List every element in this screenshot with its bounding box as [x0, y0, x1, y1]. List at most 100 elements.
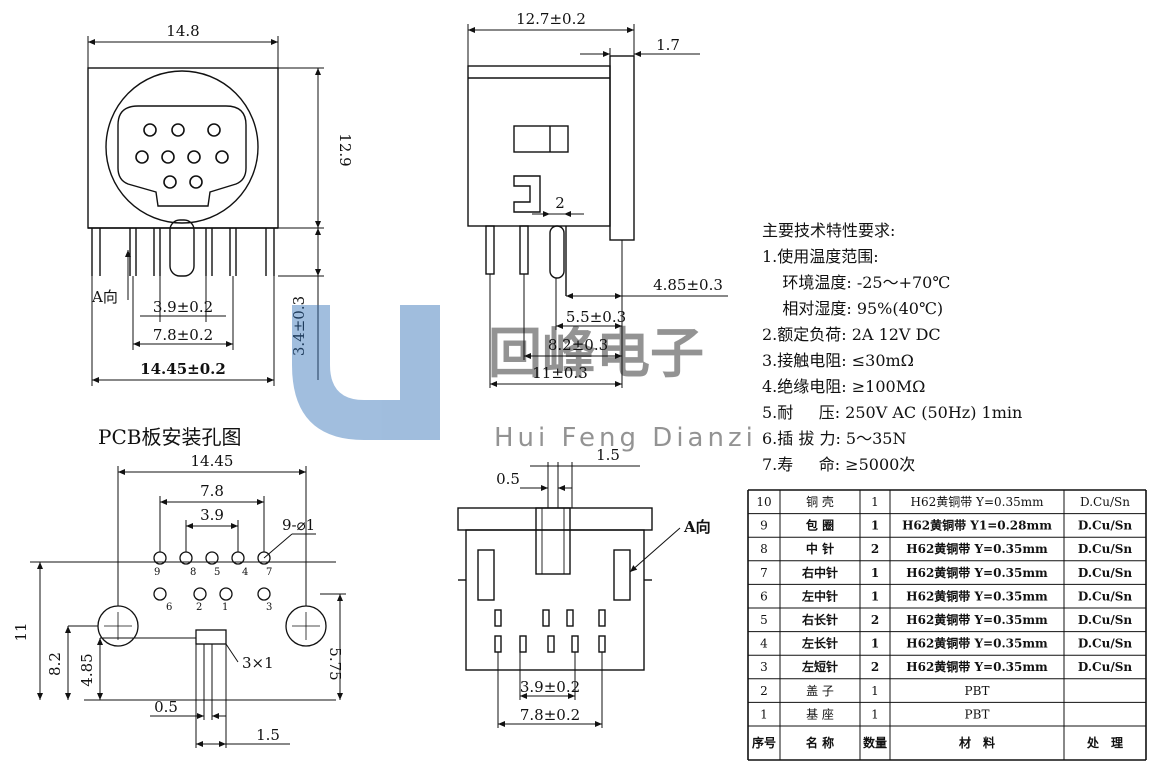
bom-cell-name: 盖 子 [806, 684, 834, 698]
side-key-post [549, 225, 565, 279]
bom-cell-no: 6 [760, 589, 768, 603]
bom-cell-name: 右中针 [801, 565, 838, 580]
bom-header-qty: 数量 [863, 735, 887, 750]
pcb-pin-number: 6 [166, 602, 172, 613]
pcb-pitch1-label: 3.9 [200, 506, 224, 524]
pcb-width-label: 14.45 [191, 452, 234, 470]
bom-cell-finish: D.Cu/Sn [1078, 566, 1132, 580]
pcb-slot [195, 629, 227, 645]
bom-cell-name: 中 针 [806, 541, 834, 556]
bom-header-finish: 处 理 [1086, 735, 1123, 750]
pcb-pin-number: 9 [154, 567, 160, 578]
spec-block: 主要技术特性要求: 1.使用温度范围: 环境温度: -25～+70℃ 相对湿度:… [762, 221, 1022, 474]
spec-line: 4.绝缘电阻: ≥100MΩ [762, 377, 925, 396]
bom-header-no: 序号 [752, 735, 776, 750]
front-a-direction-label: A向 [91, 288, 118, 306]
bom-cell-finish: D.Cu/Sn [1078, 660, 1132, 674]
bom-cell-qty: 1 [871, 707, 879, 721]
bottom-pins [494, 609, 606, 653]
bom-cell-no: 3 [760, 660, 768, 674]
spec-title: 主要技术特性要求: [762, 221, 895, 240]
side-clip [513, 175, 541, 213]
pcb-pin-number: 8 [190, 567, 196, 578]
spec-line: 6.插 拔 力: 5～35N [762, 429, 906, 448]
bottom-body [465, 529, 645, 671]
front-height-label: 12.9 [336, 133, 354, 166]
bom-cell-material: H62黄铜带 Y=0.35mm [906, 659, 1048, 674]
front-key-post [169, 219, 195, 277]
bom-cell-qty: 1 [871, 589, 879, 603]
watermark: 回峰电子 Hui Feng Dianzi [292, 305, 753, 453]
front-d1-label: 3.9±0.2 [153, 298, 213, 316]
front-width-label: 14.8 [166, 22, 199, 40]
bom-cell-name: 铜 壳 [806, 494, 834, 509]
pcb-pin-number: 1 [222, 602, 228, 613]
bom-cell-no: 4 [760, 637, 768, 651]
front-round-housing [105, 70, 259, 224]
spec-line: 5.耐 压: 250V AC (50Hz) 1min [762, 403, 1022, 422]
bom-cell-finish: D.Cu/Sn [1078, 637, 1132, 651]
bom-cell-name: 基 座 [806, 706, 834, 721]
front-pin-holes [135, 123, 229, 189]
bom-cell-material: H62黄铜带 Y=0.35mm [906, 636, 1048, 651]
bottom-a-direction-label: A向 [683, 518, 711, 536]
spec-line: 相对湿度: 95%(40℃) [762, 299, 943, 318]
pcb-pin-number: 2 [196, 602, 202, 613]
watermark-cn: 回峰电子 [488, 322, 704, 385]
side-flange-label: 1.7 [656, 36, 680, 54]
pcb-pin-number: 5 [214, 567, 220, 578]
bom-cell-no: 1 [760, 707, 768, 721]
bottom-d1-label: 3.9±0.2 [520, 678, 580, 696]
side-pin-1 [485, 225, 495, 275]
bottom-latch-right [613, 549, 631, 601]
bom-cell-finish: D.Cu/Sn [1078, 589, 1132, 603]
bom-cell-qty: 1 [871, 637, 879, 651]
pcb-h2-label: 8.2 [46, 652, 64, 676]
pcb-pin-number: 4 [242, 567, 248, 578]
side-view [467, 24, 728, 388]
pcb-h3-label: 4.85 [78, 653, 96, 686]
bom-cell-qty: 1 [871, 495, 879, 509]
bom-cell-material: H62黄铜带 Y=0.35mm [910, 494, 1044, 509]
spec-line: 7.寿 命: ≥5000次 [762, 455, 915, 474]
bom-cell-no: 5 [760, 613, 768, 627]
pcb-holes-label: 9-⌀1 [282, 516, 315, 534]
bom-cell-material: H62黄铜带 Y1=0.28mm [902, 518, 1052, 533]
bom-cell-no: 10 [756, 495, 771, 509]
bom-cell-name: 左长针 [801, 636, 838, 651]
bom-cell-finish: D.Cu/Sn [1078, 542, 1132, 556]
pcb-pitch2-label: 7.8 [200, 482, 224, 500]
pcb-d05-label: 0.5 [154, 698, 178, 716]
bom-cell-material: PBT [965, 707, 990, 721]
spec-line: 3.接触电阻: ≤30mΩ [762, 351, 914, 370]
bom-cell-qty: 1 [871, 566, 879, 580]
bom-cell-material: PBT [965, 684, 990, 698]
side-d1-label: 4.85±0.3 [653, 276, 723, 294]
bottom-view [457, 462, 681, 728]
front-d2-label: 7.8±0.2 [153, 326, 213, 344]
bom-cell-no: 2 [760, 684, 768, 698]
side-pin-width-label: 2 [555, 194, 565, 212]
side-body [467, 65, 611, 227]
spec-line: 2.额定负荷: 2A 12V DC [762, 325, 941, 344]
bottom-d15-label: 1.5 [596, 446, 620, 464]
spec-line: 1.使用温度范围: [762, 247, 879, 266]
bom-cell-name: 包 圈 [805, 518, 834, 533]
bom-header-material: 材 料 [958, 735, 995, 750]
pcb-pin-number: 7 [266, 567, 272, 578]
bom-header-name: 名 称 [806, 735, 834, 750]
bom-cell-name: 左短针 [801, 659, 838, 674]
bom-cell-no: 7 [760, 566, 768, 580]
front-side-dim-label: 3.4±0.3 [290, 296, 308, 356]
pcb-h4-label: 5.75 [326, 647, 344, 680]
pcb-pin-holes [153, 551, 271, 601]
side-latch-window [513, 125, 569, 153]
front-d3-label: 14.45±0.2 [140, 360, 226, 378]
bottom-top-flange [457, 507, 653, 531]
side-d2-label: 5.5±0.3 [566, 308, 626, 326]
front-shell [87, 67, 279, 229]
side-pin-2 [519, 225, 529, 275]
watermark-logo-icon [292, 305, 440, 440]
